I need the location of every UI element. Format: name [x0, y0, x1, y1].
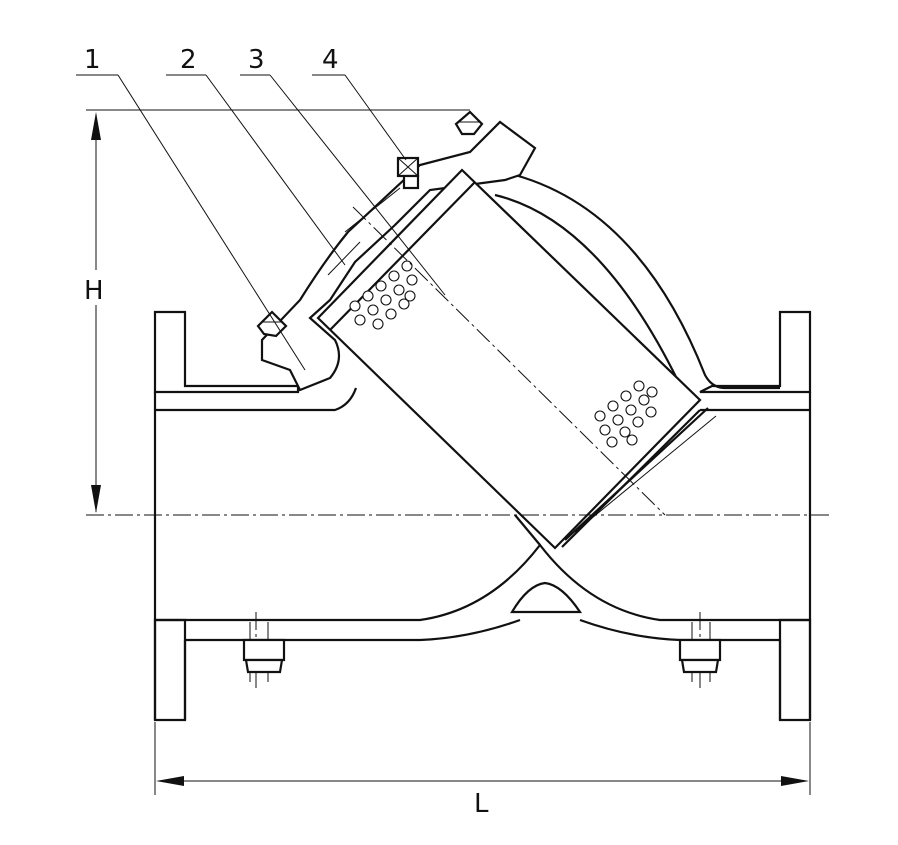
screen-holes-upper [349, 260, 418, 330]
screen-holes-lower [594, 380, 658, 448]
drain-plug [396, 156, 420, 190]
body-top-left [155, 387, 358, 412]
cover-bolt-top [454, 110, 484, 136]
right-flange [699, 310, 812, 394]
callout-label-3: 3 [248, 45, 265, 75]
flange-bolt-right [678, 612, 722, 688]
callout-label-2: 2 [180, 45, 197, 75]
body-web [510, 581, 583, 614]
height-label: H [84, 276, 104, 306]
body-bottom [155, 543, 810, 622]
dimension-l: L [154, 722, 811, 819]
right-flange-bottom [778, 618, 812, 722]
callout-4: 4 [312, 45, 407, 161]
callout-1: 1 [76, 45, 306, 371]
body-dome [514, 173, 780, 390]
valve-body [153, 173, 812, 722]
callout-label-1: 1 [84, 45, 101, 75]
callout-3: 3 [240, 45, 446, 296]
body-dome-inner [494, 193, 681, 386]
callout-label-4: 4 [322, 45, 339, 75]
flange-bolt-left [242, 612, 286, 688]
dimension-h: H [84, 109, 470, 513]
left-flange-bottom [153, 618, 187, 722]
body-bottom-outer [185, 618, 780, 642]
strainer-screen [316, 168, 717, 550]
screen-centerline [352, 206, 666, 516]
callout-2: 2 [166, 45, 346, 266]
screen-body [316, 168, 702, 550]
length-label: L [474, 789, 489, 819]
